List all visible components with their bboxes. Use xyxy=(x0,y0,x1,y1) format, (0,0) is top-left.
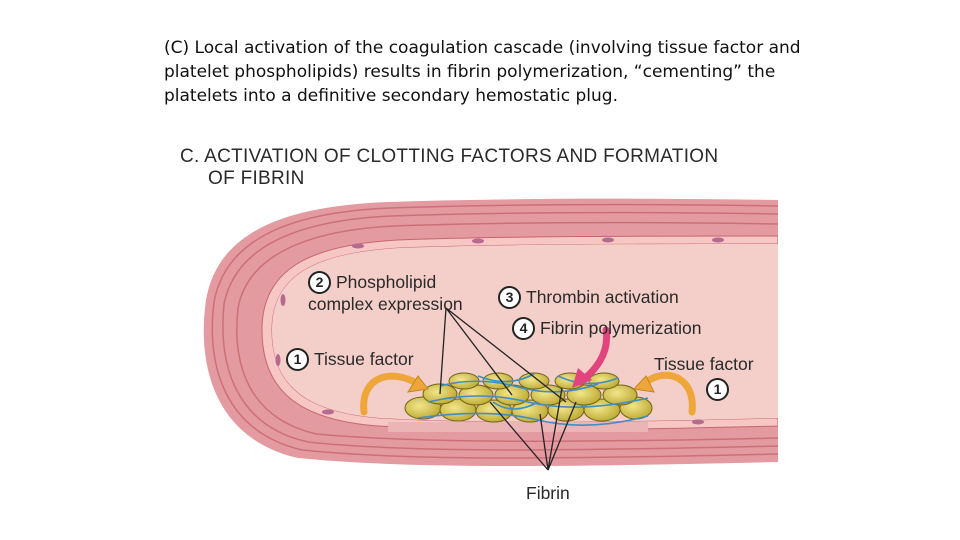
blood-vessel-diagram: C. ACTIVATION OF CLOTTING FACTORS AND FO… xyxy=(178,140,778,510)
caption-line-2: platelet phospholipids) results in fibri… xyxy=(164,62,776,82)
vessel-outer-wall xyxy=(178,140,778,510)
figure-heading-line-1: C. ACTIVATION OF CLOTTING FACTORS AND FO… xyxy=(180,146,719,167)
label-fibrin: Fibrin xyxy=(526,483,570,503)
fibrin-text: Fibrin xyxy=(526,482,570,503)
figure-heading: C. ACTIVATION OF CLOTTING FACTORS AND FO… xyxy=(180,146,718,190)
phospholipid-line-1: Phospholipid xyxy=(336,272,437,292)
label-tissue-factor-right: Tissue factor xyxy=(654,354,754,374)
thrombin-activation-text: Thrombin activation xyxy=(526,287,679,307)
phospholipid-line-2: complex expression xyxy=(308,294,463,314)
figure-caption: (C) Local activation of the coagulation … xyxy=(164,36,801,108)
tissue-factor-arrow-left xyxy=(360,372,422,416)
step-number-1-right: 1 xyxy=(706,378,729,401)
step-number-3: 3 xyxy=(498,286,521,309)
phospholipid-pointer-lines xyxy=(439,307,567,403)
tissue-factor-left-text: Tissue factor xyxy=(314,349,414,369)
fibrin-strands xyxy=(417,373,649,426)
label-tissue-factor-right-number: 1 xyxy=(706,378,734,401)
fibrin-polymerization-text: Fibrin polymerization xyxy=(540,318,702,338)
fibrin-pointer-lines xyxy=(489,387,577,471)
tissue-factor-right-text: Tissue factor xyxy=(654,353,754,374)
step-number-4: 4 xyxy=(512,317,535,340)
caption-line-3: platelets into a definitive secondary he… xyxy=(164,86,618,106)
tissue-factor-arrow-right xyxy=(640,371,696,416)
figure-heading-line-2: OF FIBRIN xyxy=(208,168,305,189)
step-number-1-left: 1 xyxy=(286,348,309,371)
step-number-2: 2 xyxy=(308,271,331,294)
caption-line-1: (C) Local activation of the coagulation … xyxy=(164,38,801,58)
